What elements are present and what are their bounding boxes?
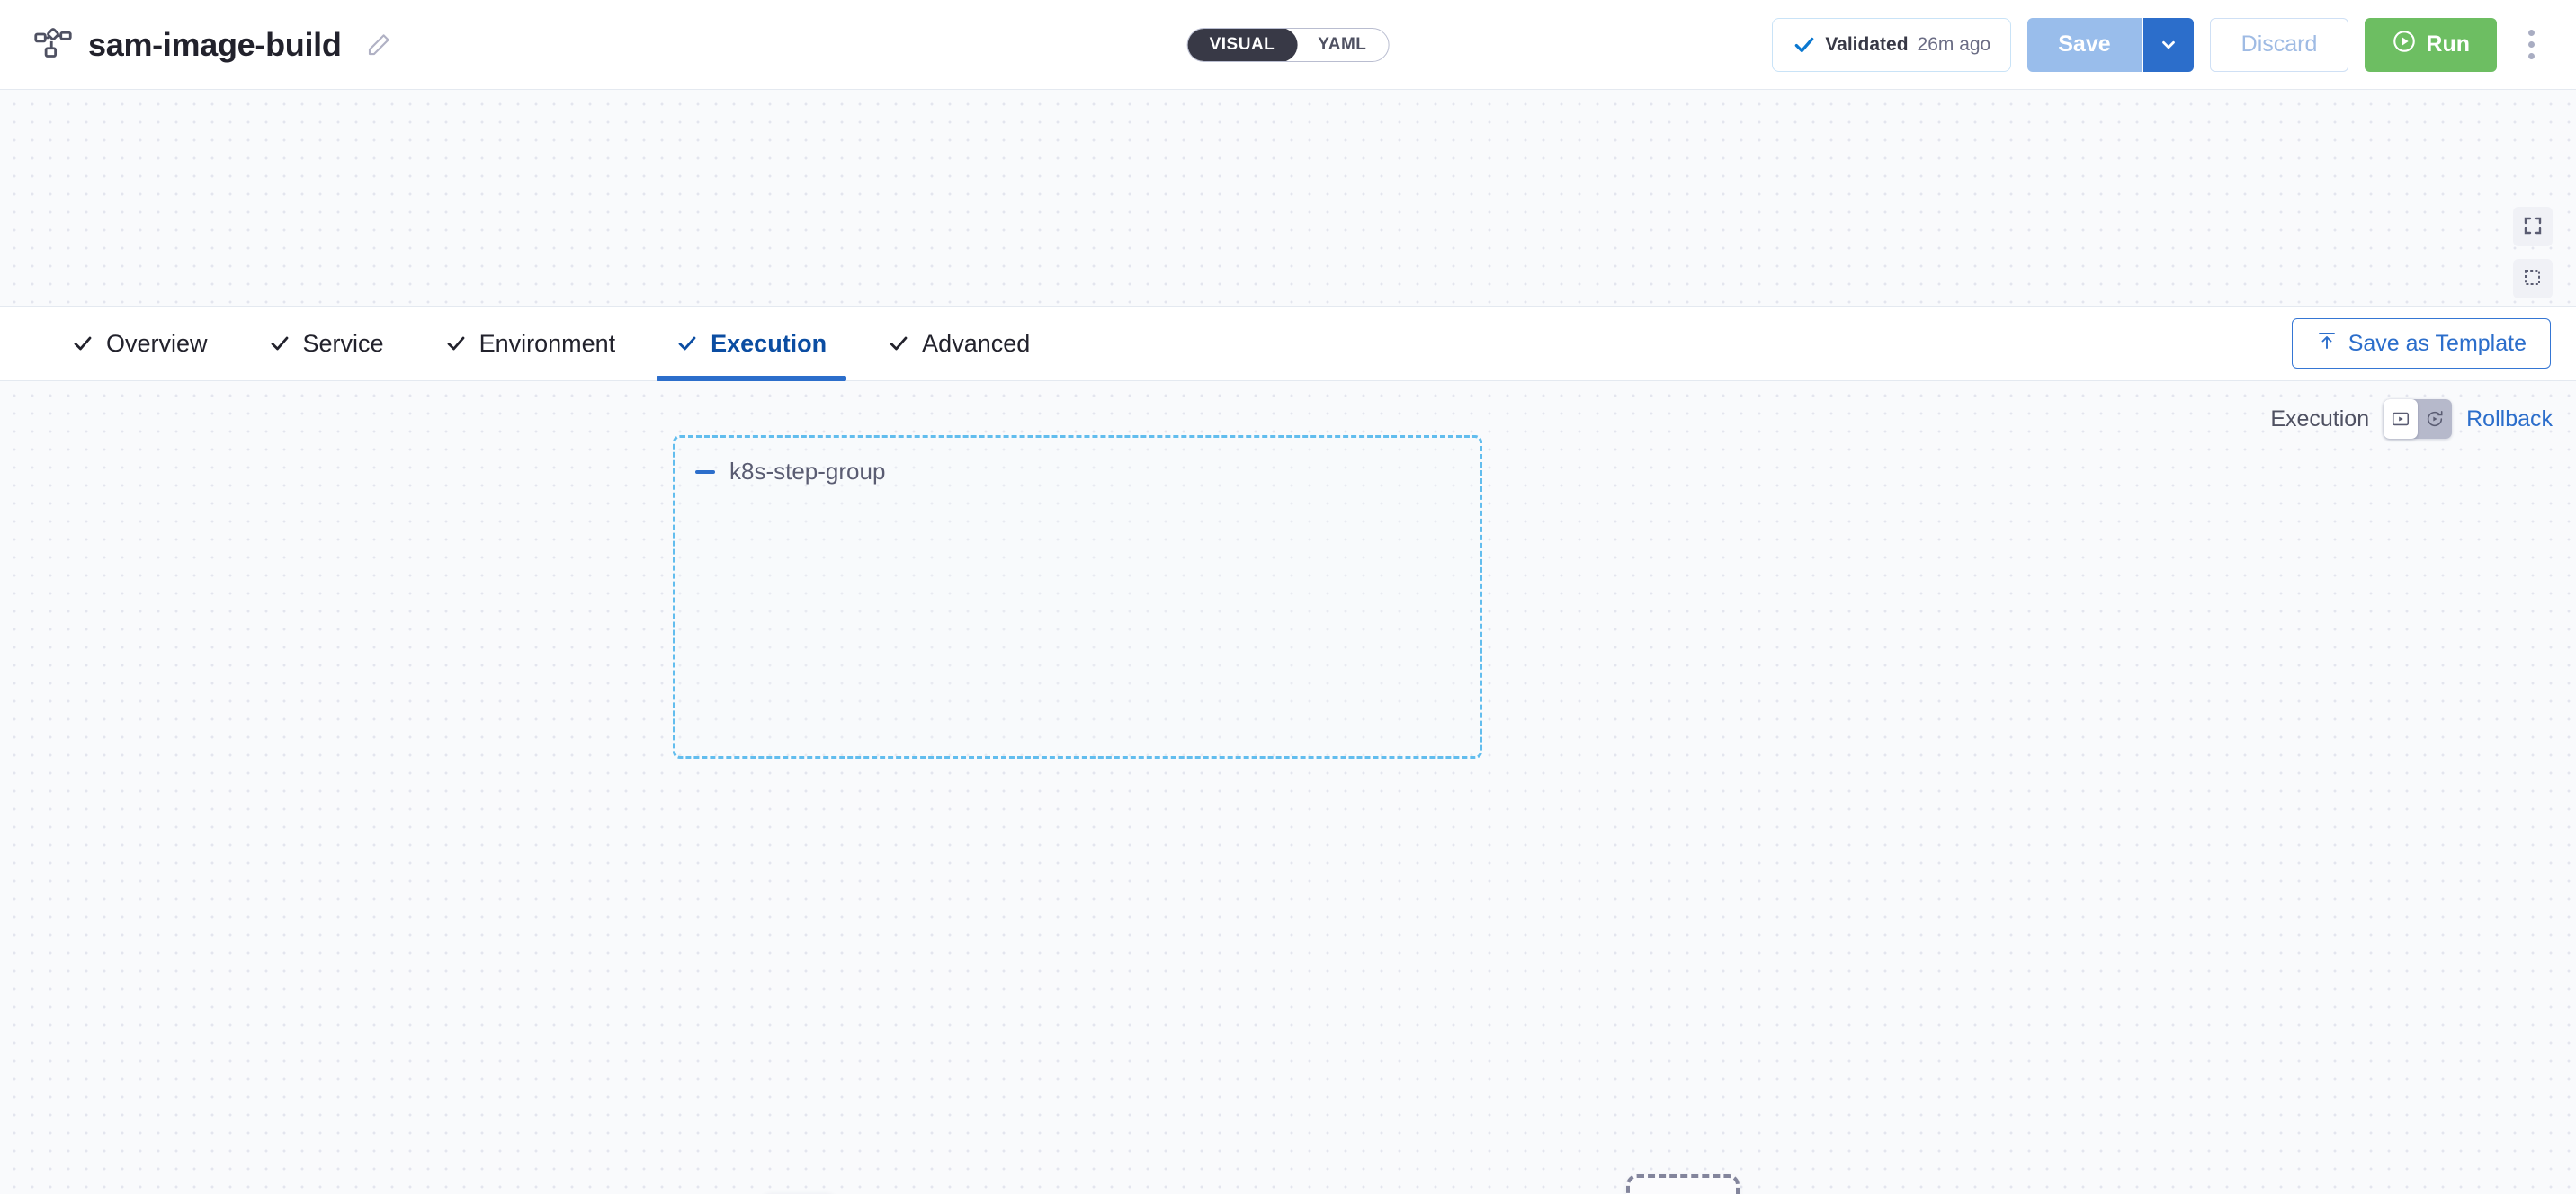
step-group-header: k8s-step-group <box>695 458 885 486</box>
step-group-title: k8s-step-group <box>729 458 886 485</box>
app-header: sam-image-build VISUAL YAML Validated <box>0 0 2576 90</box>
save-button[interactable]: Save <box>2027 17 2142 72</box>
template-upload-icon <box>2316 330 2338 358</box>
tab-environment[interactable]: Environment <box>415 307 647 380</box>
kebab-menu-icon[interactable] <box>2513 18 2549 72</box>
add-step-button[interactable] <box>1626 1174 1740 1194</box>
tab-label: Advanced <box>922 329 1031 357</box>
check-icon <box>269 333 291 354</box>
view-mode-toggle[interactable]: VISUAL YAML <box>1186 27 1390 62</box>
execution-canvas[interactable]: Execution Rollback <box>0 381 2576 1194</box>
minus-collapse-icon[interactable] <box>695 469 715 474</box>
tab-service[interactable]: Service <box>238 307 415 380</box>
execution-rollback-toggle[interactable] <box>2384 399 2453 439</box>
rollback-mode-label[interactable]: Rollback <box>2466 405 2553 432</box>
pipeline-nodes-icon <box>34 27 72 62</box>
validated-label: Validated <box>1825 33 1909 55</box>
check-icon <box>676 333 698 354</box>
step-group-container[interactable]: k8s-step-group <box>673 435 1482 759</box>
save-dropdown-button[interactable] <box>2141 17 2194 72</box>
check-icon <box>1793 33 1816 57</box>
stage-config-tabbar: Overview Service Environment Execution <box>0 306 2576 381</box>
save-as-template-label: Save as Template <box>2348 330 2527 356</box>
fit-to-screen-button[interactable] <box>2513 207 2553 246</box>
discard-button[interactable]: Discard <box>2209 17 2349 72</box>
validated-time: 26m ago <box>1917 33 1991 55</box>
play-circle-icon <box>2392 29 2417 60</box>
execution-mode-label: Execution <box>2270 405 2370 432</box>
tab-execution[interactable]: Execution <box>646 307 857 381</box>
header-left: sam-image-build <box>0 26 392 64</box>
check-icon <box>72 333 94 354</box>
check-icon <box>445 333 467 354</box>
pencil-edit-icon[interactable] <box>365 31 392 58</box>
execution-play-icon[interactable] <box>2384 399 2419 439</box>
tab-label: Execution <box>711 329 827 357</box>
tab-label: Environment <box>479 329 616 357</box>
status-badge: Validated 26m ago <box>1772 17 2012 72</box>
page-title: sam-image-build <box>88 25 342 63</box>
canvas-controls <box>2513 207 2553 306</box>
dashed-square-icon <box>2522 267 2544 291</box>
selection-box-button[interactable] <box>2513 259 2553 298</box>
fit-screen-icon <box>2522 215 2544 239</box>
check-icon <box>888 333 909 354</box>
tab-yaml[interactable]: YAML <box>1296 29 1388 61</box>
save-as-template-button[interactable]: Save as Template <box>2291 318 2551 369</box>
header-actions: Validated 26m ago Save Discard <box>1772 17 2576 72</box>
run-button[interactable]: Run <box>2365 17 2497 72</box>
tab-visual[interactable]: VISUAL <box>1187 28 1298 61</box>
tab-overview[interactable]: Overview <box>41 307 238 380</box>
run-label: Run <box>2426 31 2470 57</box>
rollback-icon[interactable] <box>2418 399 2452 439</box>
tab-label: Overview <box>106 329 208 357</box>
tab-list: Overview Service Environment Execution <box>0 307 1060 381</box>
tab-label: Service <box>302 329 384 357</box>
execution-rollback-toolbar: Execution Rollback <box>2270 399 2553 439</box>
stage-canvas[interactable]: </> combineImages Add Stage <box>0 90 2576 306</box>
tab-advanced[interactable]: Advanced <box>857 307 1060 380</box>
save-button-group[interactable]: Save <box>2027 17 2194 72</box>
